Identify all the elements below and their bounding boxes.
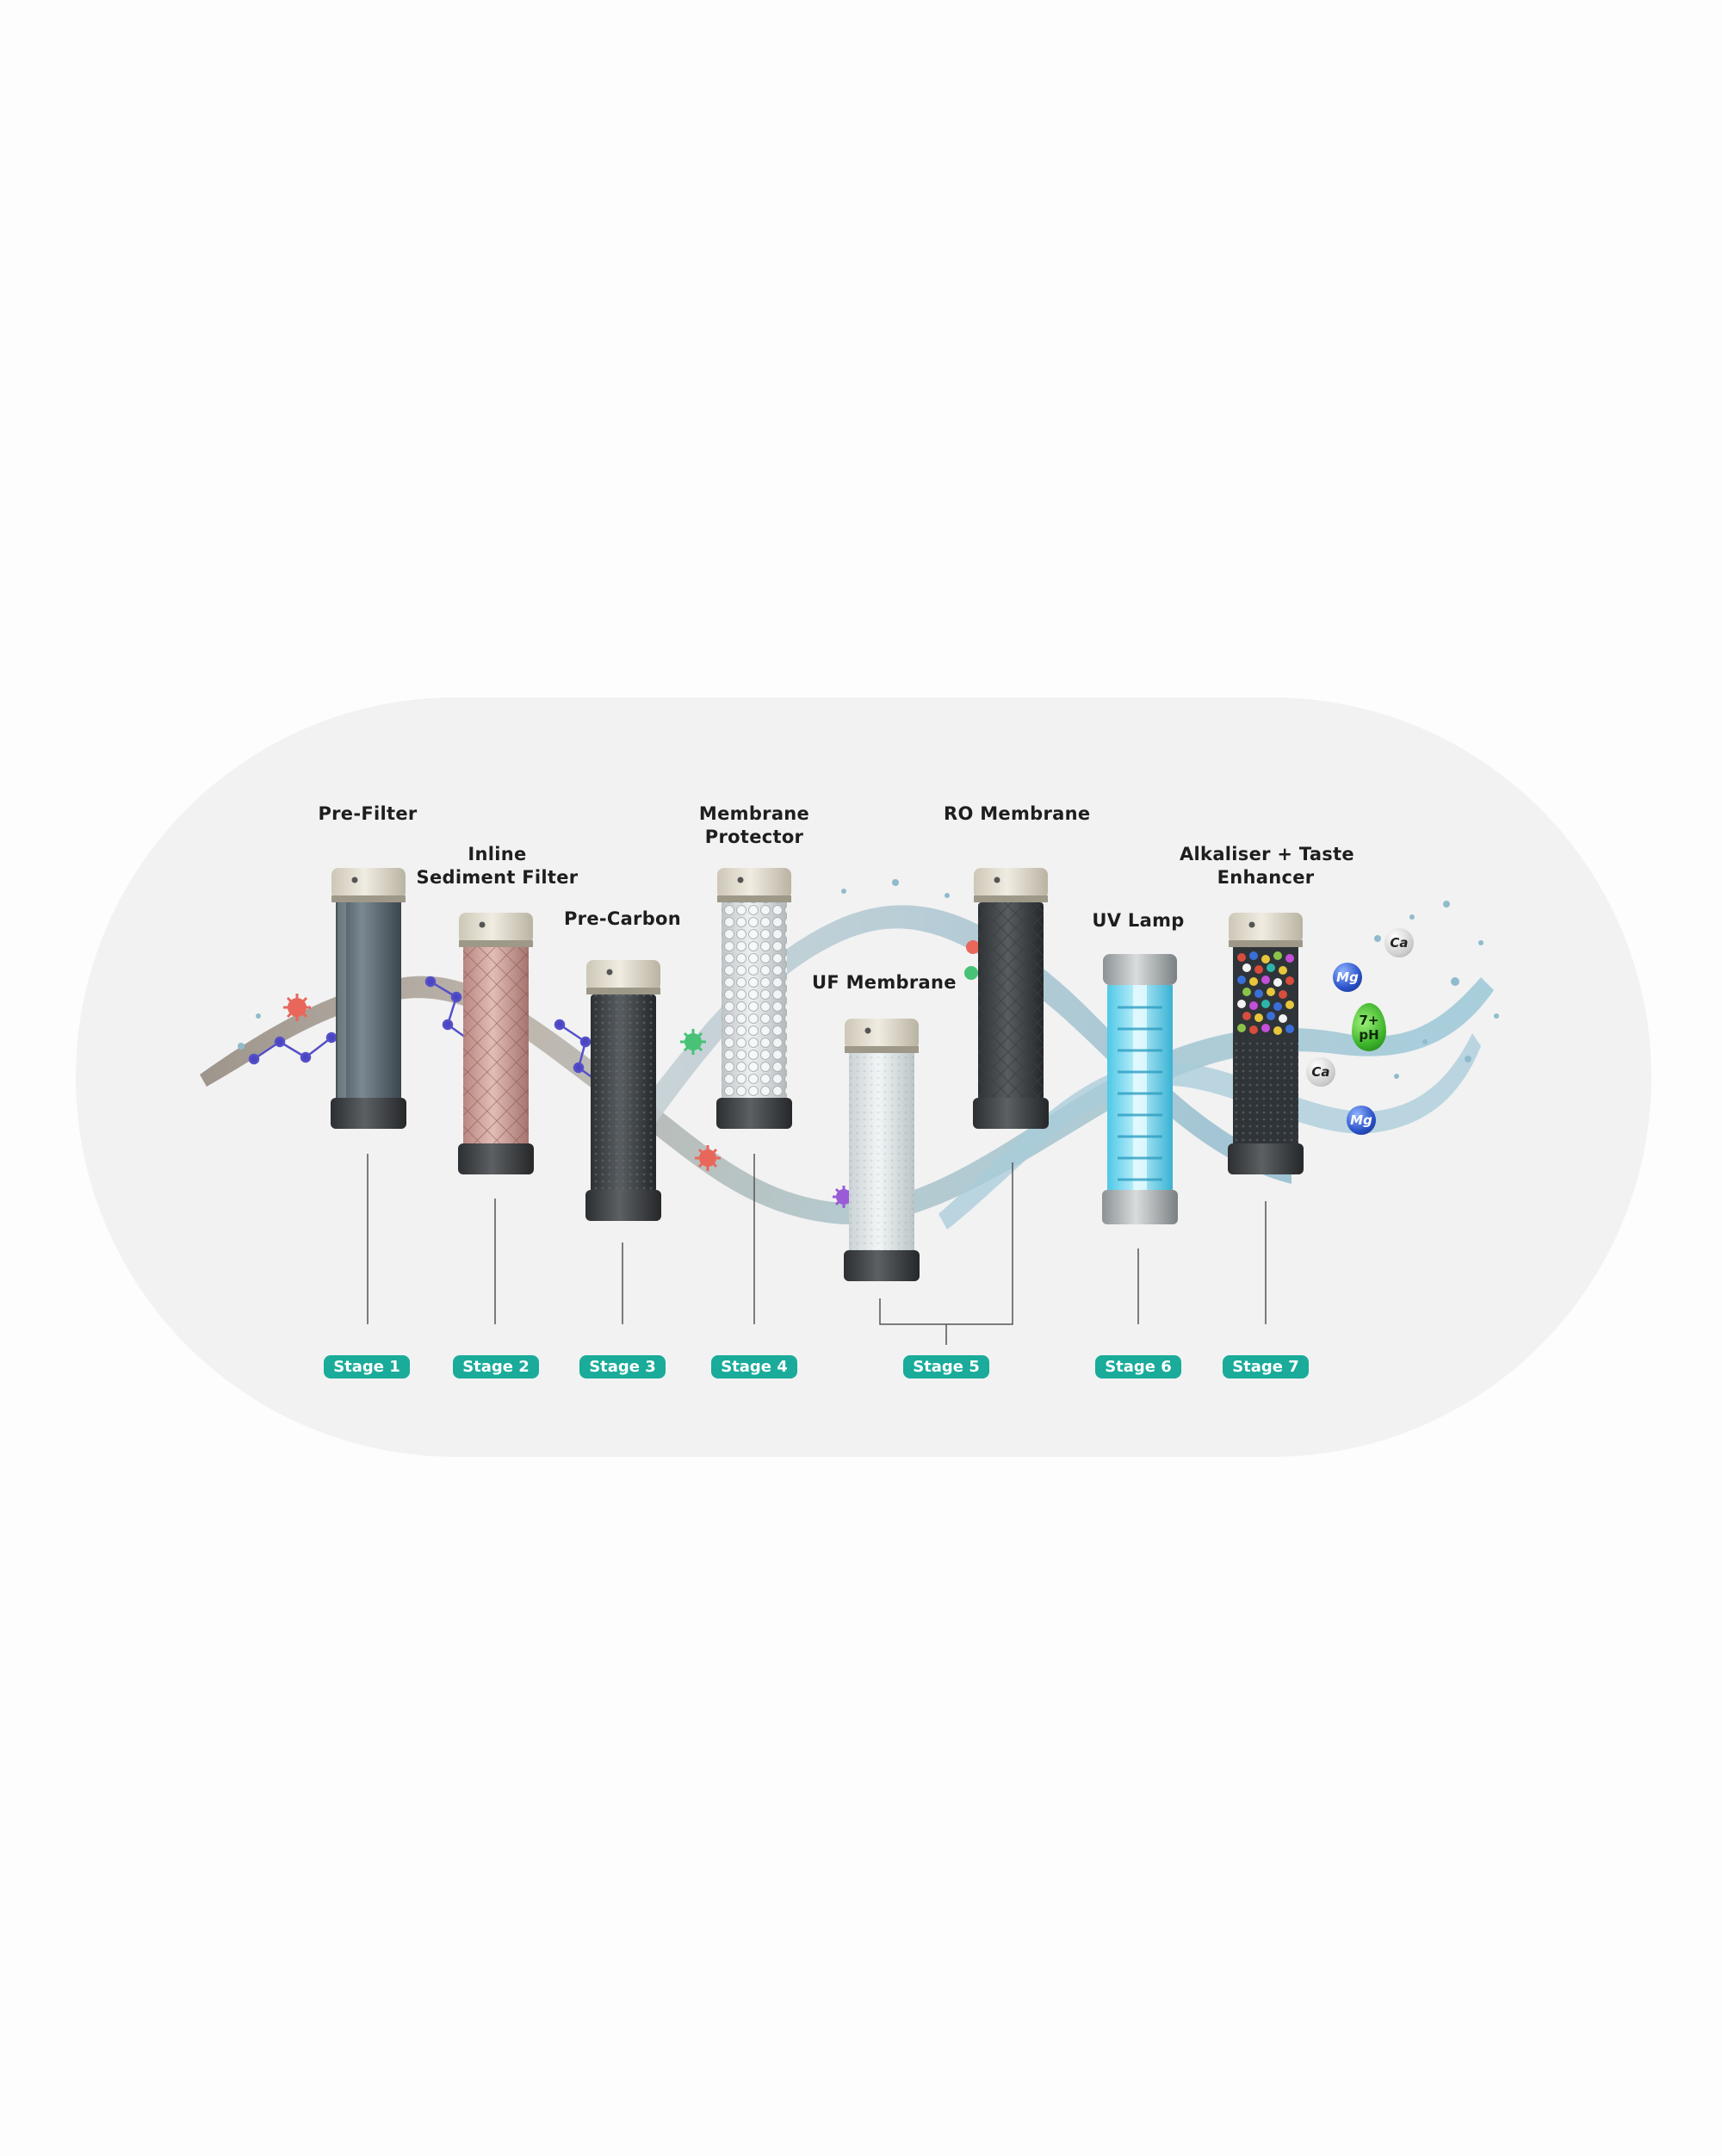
filter-pre-filter bbox=[331, 868, 406, 1129]
filter-membrane-protector bbox=[716, 868, 792, 1129]
filter-uf-membrane bbox=[844, 1019, 920, 1281]
stage-badge-1: Stage 1 bbox=[324, 1355, 410, 1378]
filter-inline-sediment bbox=[458, 913, 534, 1174]
ph-drop-icon: 7+ pH bbox=[1352, 1003, 1386, 1051]
ph-unit: pH bbox=[1359, 1027, 1379, 1043]
label-alkaliser-taste-enhancer: Alkaliser + Taste Enhancer bbox=[1180, 844, 1354, 888]
label-uv-lamp: UV Lamp bbox=[1092, 910, 1185, 931]
label-pre-carbon: Pre-Carbon bbox=[563, 908, 682, 929]
magnesium-icon: Mg bbox=[1333, 963, 1362, 992]
calcium-icon: Ca bbox=[1384, 928, 1414, 957]
filter-pre-carbon bbox=[585, 960, 661, 1221]
contaminant-icons bbox=[283, 940, 980, 1208]
leader-lines bbox=[367, 1154, 1267, 1345]
label-ro-membrane: RO Membrane bbox=[944, 803, 1091, 824]
label-inline-sediment-filter: Inline Sediment Filter bbox=[416, 844, 579, 888]
ph-value: 7+ bbox=[1359, 1013, 1379, 1028]
label-membrane-protector: Membrane Protector bbox=[698, 803, 810, 847]
stage-badge-7: Stage 7 bbox=[1223, 1355, 1309, 1378]
stage-badge-6: Stage 6 bbox=[1095, 1355, 1181, 1378]
stage-badge-4: Stage 4 bbox=[711, 1355, 797, 1378]
filter-uv-lamp bbox=[1102, 954, 1178, 1224]
label-pre-filter: Pre-Filter bbox=[318, 803, 418, 824]
stage-badge-5: Stage 5 bbox=[903, 1355, 989, 1378]
filter-alkaliser bbox=[1228, 913, 1304, 1174]
filter-ro-membrane bbox=[973, 868, 1049, 1129]
stage-badge-2: Stage 2 bbox=[453, 1355, 539, 1378]
label-uf-membrane: UF Membrane bbox=[812, 972, 957, 993]
magnesium-icon: Mg bbox=[1347, 1106, 1376, 1135]
calcium-icon: Ca bbox=[1306, 1057, 1335, 1087]
stage-badge-3: Stage 3 bbox=[579, 1355, 666, 1378]
